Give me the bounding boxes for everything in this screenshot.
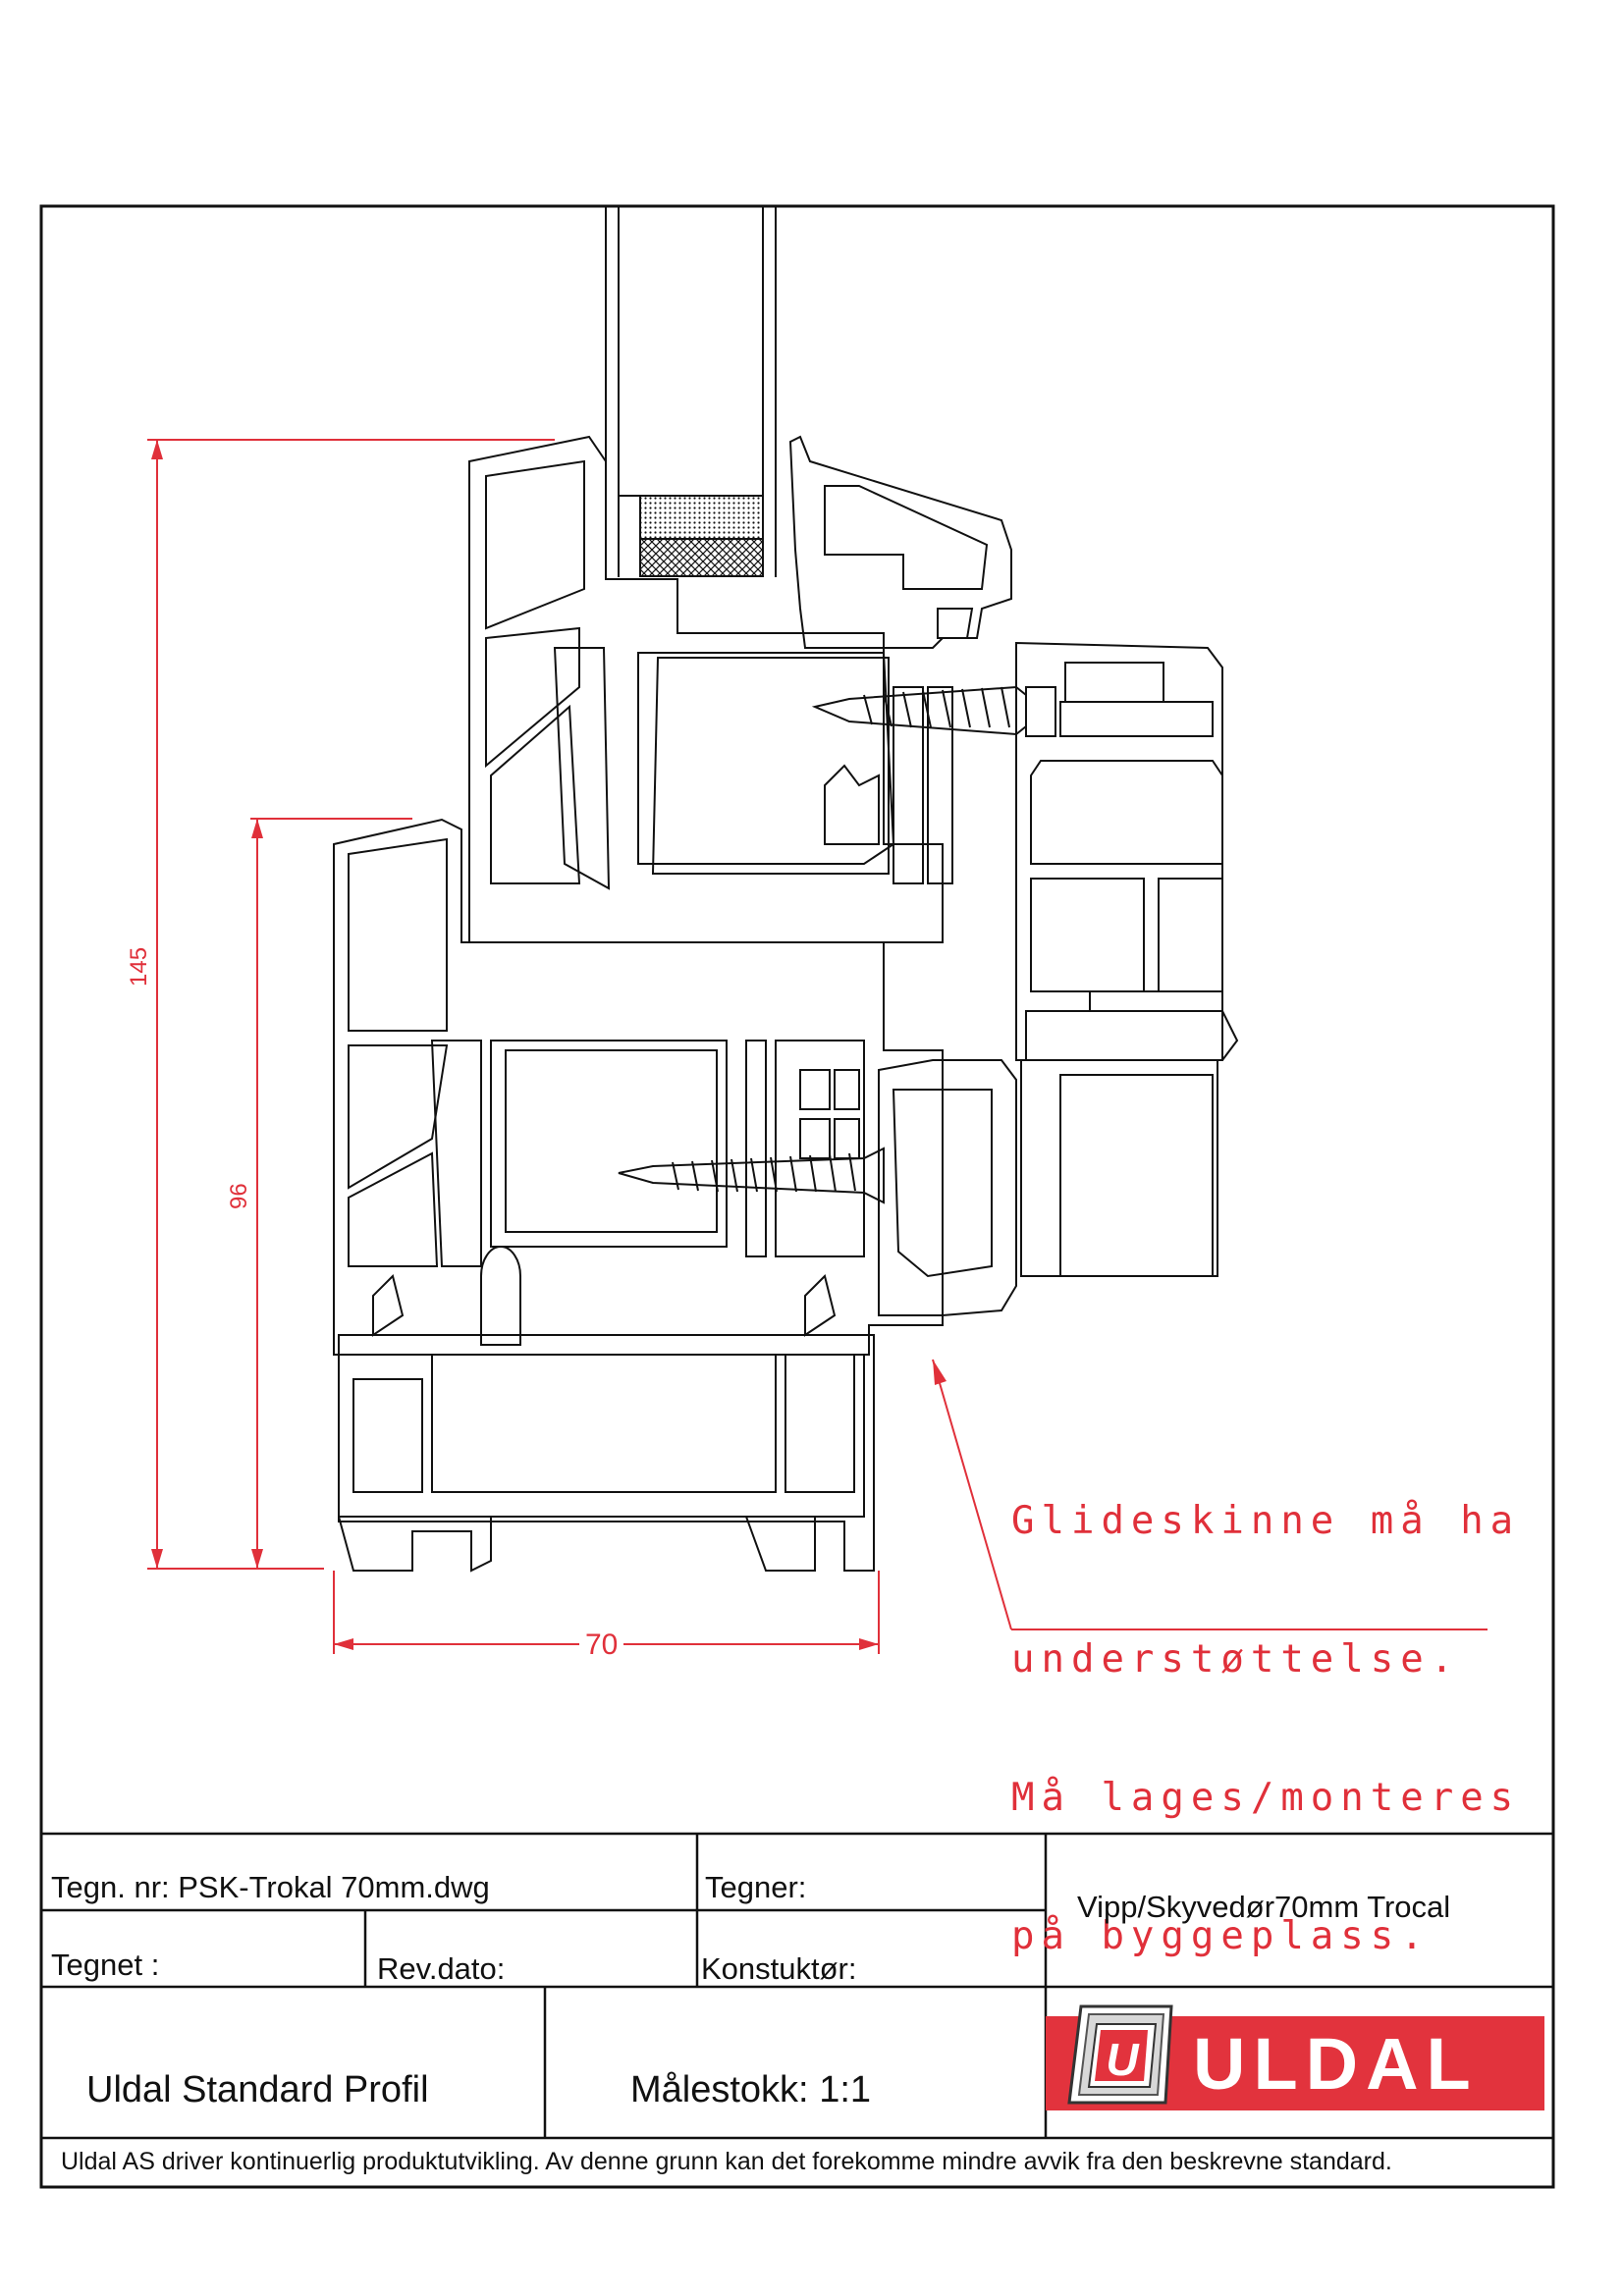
dimension-arrows [151, 440, 879, 1650]
drawn-label: Tegnet : [51, 1948, 160, 1982]
note-line-1: Glideskinne må ha [1011, 1499, 1521, 1543]
logo-wordmark: ULDAL [1193, 2023, 1479, 2105]
product-name: Vipp/Skyvedør70mm Trocal [1077, 1890, 1451, 1924]
note-line-2: understøttelse. [1011, 1637, 1461, 1682]
logo-mark-letter: U [1106, 2034, 1140, 2085]
title-block-grid [41, 1832, 1553, 2140]
uldal-logo: U ULDAL [1046, 2001, 1544, 2110]
drawn-by-label: Tegner: [705, 1870, 807, 1904]
scale-label-text: Målestokk: [630, 2069, 809, 2110]
designer-label: Konstuktør: [701, 1951, 857, 1986]
dimension-lines [147, 439, 880, 1654]
upper-screw [811, 685, 1056, 737]
rev-date-label: Rev.dato: [377, 1951, 506, 1986]
dimension-70-label: 70 [579, 1629, 624, 1662]
uldal-logo-graphic: U ULDAL [1046, 2004, 1544, 2110]
base-track [338, 1246, 875, 1573]
glazing-bead [788, 435, 1012, 649]
frame-profile [333, 818, 944, 1356]
scale-value: 1:1 [819, 2069, 872, 2110]
side-cover-profile [1015, 641, 1239, 1061]
lower-screw [618, 1147, 885, 1204]
profile-name: Uldal Standard Profil [86, 2069, 429, 2110]
lower-cover-profile [878, 1059, 1218, 1316]
disclaimer-text: Uldal AS driver kontinuerlig produktutvi… [61, 2148, 1392, 2175]
dimension-145-label: 145 [126, 946, 152, 987]
leader-arrowhead [933, 1360, 947, 1385]
spacer-bar [639, 495, 764, 540]
scale-label: Målestokk: 1:1 [630, 2069, 871, 2111]
note-line-4: på byggeplass. [1011, 1914, 1431, 1958]
dimension-96-label: 96 [226, 1183, 252, 1209]
sealant-strip [639, 538, 764, 577]
note-line-3: Må lages/monteres [1011, 1776, 1521, 1820]
drawing-border [39, 204, 1555, 2189]
annotation-leader [932, 1359, 1488, 1630]
installation-note: Glideskinne må ha understøttelse. Må lag… [1011, 1406, 1520, 2052]
drawing-number: Tegn. nr: PSK-Trokal 70mm.dwg [51, 1870, 490, 1904]
